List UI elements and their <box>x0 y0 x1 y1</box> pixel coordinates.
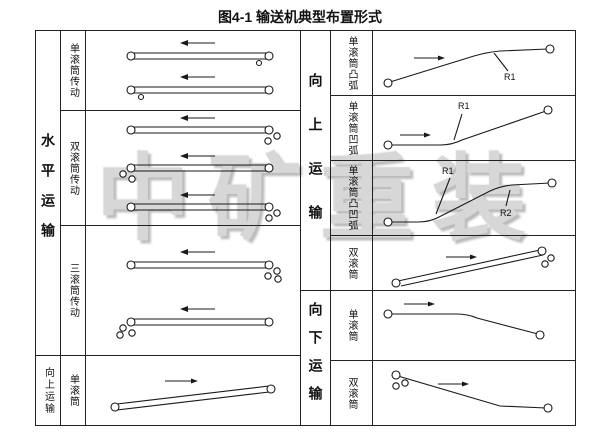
radius-label-r1: R1 <box>504 72 516 82</box>
group-label-downward-transport: 向下运输 <box>307 302 324 414</box>
flow-arrow-icon <box>179 152 188 159</box>
flow-arrow-icon <box>428 301 435 306</box>
flow-arrow-icon <box>190 378 198 384</box>
conveyor-variant-b <box>118 152 274 183</box>
radius-label-r1: R1 <box>458 101 470 111</box>
diagram-cell-double-drum-up <box>373 236 575 291</box>
conveyor-schematic-concave-arc-icon: R1 <box>383 101 553 150</box>
conveyor-variant-a <box>125 248 282 283</box>
diagram-cell-triple-drum-drive <box>86 226 301 356</box>
diagram-cell-concave-arc: R1 <box>373 96 575 161</box>
conveyor-variant-b <box>115 305 274 339</box>
layout-table: 水平运输 单滚筒传动 <box>35 30 576 426</box>
figure-title: 图4-1 输送机典型布置形式 <box>217 9 383 25</box>
conveyor-schematic-inclined-icon <box>109 378 276 412</box>
row-label-single-drum-drive: 单滚筒传动 <box>67 43 79 98</box>
diagram-cell-double-drum-drive <box>86 111 301 226</box>
row-cell-single-drum-drive: 单滚筒传动 <box>61 31 86 111</box>
conveyor-variant-a <box>125 114 281 145</box>
diagram-cell-convex-arc: R1 <box>373 31 575 96</box>
conveyor-schematic-convex-concave-arc-icon: R1 R2 <box>383 166 557 227</box>
row-label-single-drum-concave-arc: 单滚筒凹弧 <box>346 100 357 156</box>
row-label-double-drum-up: 双滚筒 <box>346 246 357 280</box>
conveyor-schematic-inclined-double-drum-icon <box>391 245 555 288</box>
diagram-cell-inclined-single-drum <box>86 356 301 425</box>
diagram-cell-single-drum-down <box>373 291 575 361</box>
group-label-upward-transport: 向上运输 <box>307 72 324 249</box>
flow-arrow-icon <box>438 55 445 60</box>
conveyor-schematic-triple-drum-icon <box>115 248 282 339</box>
row-cell-convex-concave-arc: 单滚筒凸凹弧 <box>331 161 373 236</box>
row-cell-double-drum-drive: 双滚筒传动 <box>61 111 86 226</box>
flow-arrow-icon <box>179 73 188 80</box>
conveyor-variant-a <box>125 39 274 66</box>
row-cell-single-drum-down: 单滚筒 <box>331 291 373 361</box>
conveyor-schematic-decline-double-drum-icon <box>391 370 553 413</box>
row-label-single-drum-down: 单滚筒 <box>346 309 357 342</box>
radius-label-r1: R1 <box>442 166 454 176</box>
flow-arrow-icon <box>179 114 188 121</box>
row-label-triple-drum-drive: 三滚筒传动 <box>67 263 79 318</box>
row-label-single-drum-convex-arc: 单滚筒凸弧 <box>346 35 357 91</box>
row-label-double-drum-down: 双滚筒 <box>346 376 357 410</box>
flow-arrow-icon <box>470 254 477 259</box>
conveyor-variant-b <box>125 73 274 100</box>
group-cell-downward-transport: 向下运输 <box>301 291 331 425</box>
row-label-single-drum-up-left: 单滚筒 <box>67 374 79 407</box>
diagram-cell-single-drum-drive <box>86 31 301 111</box>
row-cell-convex-arc: 单滚筒凸弧 <box>331 31 373 96</box>
conveyor-schematic-decline-single-drum-icon <box>383 301 545 340</box>
row-label-single-drum-convex-concave-arc: 单滚筒凸凹弧 <box>346 165 357 231</box>
row-cell-double-drum-up: 双滚筒 <box>331 236 373 291</box>
flow-arrow-icon <box>424 132 431 137</box>
row-cell-triple-drum-drive: 三滚筒传动 <box>61 226 86 356</box>
conveyor-schematic-double-drum-icon <box>118 114 281 222</box>
row-cell-single-drum-up-left: 单滚筒 <box>61 356 86 425</box>
row-cell-concave-arc: 单滚筒凹弧 <box>331 96 373 161</box>
flow-arrow-icon <box>179 191 188 198</box>
row-label-double-drum-drive: 双滚筒传动 <box>67 140 79 196</box>
group-cell-horizontal-transport: 水平运输 <box>36 31 61 356</box>
conveyor-schematic-single-drum-icon <box>125 39 274 100</box>
flow-arrow-icon <box>179 39 188 46</box>
group-cell-upward-transport-left: 向上运输 <box>36 356 61 425</box>
row-cell-double-drum-down: 双滚筒 <box>331 361 373 425</box>
radius-label-r2: R2 <box>500 208 512 218</box>
group-label-horizontal-transport: 水平运输 <box>40 133 56 253</box>
conveyor-variant-c <box>125 191 281 222</box>
group-cell-upward-transport: 向上运输 <box>301 31 331 291</box>
diagram-cell-double-drum-down <box>373 361 575 425</box>
group-label-upward-transport-left: 向上运输 <box>42 366 54 415</box>
conveyor-schematic-convex-arc-icon: R1 <box>383 43 555 88</box>
flow-arrow-icon <box>462 381 469 387</box>
flow-arrow-icon <box>179 305 188 312</box>
flow-arrow-icon <box>179 248 188 255</box>
diagram-cell-convex-concave-arc: R1 R2 <box>373 161 575 236</box>
